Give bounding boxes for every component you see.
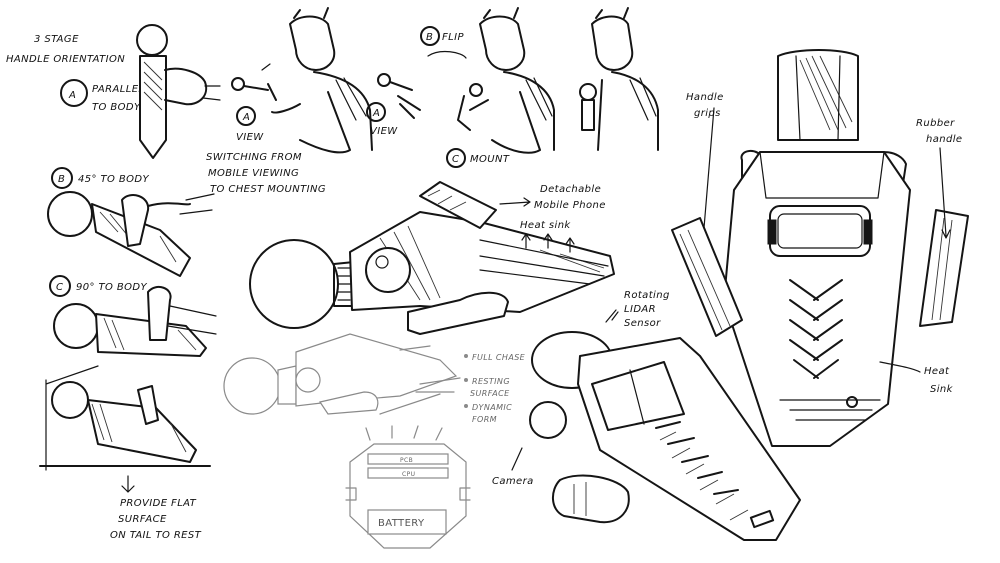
stage-b-handle [121, 194, 150, 247]
side-phone [419, 181, 497, 229]
iso-handle [552, 474, 630, 524]
rest-note-line1: PROVIDE FLAT [120, 498, 197, 509]
switch-note-line3: TO CHEST MOUNTING [210, 184, 326, 195]
stage-a-label-line2: TO BODY [92, 102, 141, 113]
flip-label: FLIP [442, 32, 464, 43]
mount-label: MOUNT [470, 154, 510, 165]
orientation-title-line1: 3 STAGE [34, 34, 79, 45]
stage-b-sketch: B 45° TO BODY [47, 167, 215, 277]
orientation-title: 3 STAGE HANDLE ORIENTATION [6, 34, 125, 65]
iso-screen [591, 361, 685, 431]
figure3-body [597, 71, 659, 151]
faint-callout-3b: FORM [472, 415, 497, 424]
stage-a-sketch: A PARALLEL TO BODY [60, 24, 221, 159]
stage-a-marker-letter: A [68, 90, 76, 101]
back-left-grip [671, 217, 743, 337]
phone-label-line1: Detachable [540, 184, 601, 195]
back-right-grip [919, 209, 969, 327]
faint-main-body [295, 333, 458, 407]
stage-rest-sketch: PROVIDE FLAT SURFACE ON TAIL TO REST [39, 365, 211, 541]
stage-a-tracking-sphere [136, 24, 168, 56]
battery-slot1: PCB [400, 457, 413, 464]
faint-side-view-sketch: FULL CHASE RESTING SURFACE DYNAMIC FORM [223, 333, 526, 424]
stage-c-label: 90° TO BODY [76, 282, 147, 293]
side-handle [407, 291, 509, 335]
grips-label-line1: Handle [686, 92, 724, 103]
stage-c-handle [147, 285, 172, 341]
stage-c-tracking-sphere [53, 303, 99, 349]
svg-text:A: A [242, 112, 250, 123]
lidar-label-line1: Rotating [624, 290, 670, 301]
heat-sink-label-side: Heat sink [520, 220, 571, 231]
stage-b-tracking-sphere [47, 191, 93, 237]
mount-marker [446, 148, 466, 168]
figure2-body [491, 71, 555, 154]
camera-label: Camera [492, 476, 534, 487]
heat-sink-label-back-line2: Sink [930, 384, 954, 395]
battery-slot2: CPU [402, 471, 415, 478]
figure-view-sequence: A VIEW SWITCHING FROM MOBILE VIEWING TO … [206, 7, 659, 195]
figure2-head [479, 15, 526, 71]
switch-note-line1: SWITCHING FROM [206, 152, 302, 163]
iso-view-sketch: Rotating LIDAR Sensor Camera [492, 290, 801, 541]
side-main-body [349, 211, 615, 313]
switch-note-line2: MOBILE VIEWING [208, 168, 299, 179]
stage-a-handle [139, 55, 167, 159]
battery-section-sketch: PCB CPU BATTERY [345, 425, 471, 549]
rest-note-line2: SURFACE [118, 514, 167, 525]
figure1-view-label: VIEW [236, 132, 264, 143]
flip-marker [420, 26, 440, 46]
lidar-label-line3: Sensor [624, 318, 661, 329]
heat-sink-label-back-line1: Heat [924, 366, 950, 377]
figure1-view-marker [236, 106, 256, 126]
rest-note-line3: ON TAIL TO REST [110, 530, 202, 541]
figure1-head [289, 15, 336, 71]
stage-c-marker-letter: C [56, 282, 63, 293]
figure2-view-label: VIEW [370, 126, 398, 137]
lidar-label-line2: LIDAR [624, 304, 656, 315]
back-heat-sink-vents [789, 279, 843, 379]
back-view-sketch: Handle grips Rubber handle Heat Sink [671, 49, 969, 447]
stage-b-label: 45° TO BODY [78, 174, 149, 185]
side-camera-lens [365, 247, 411, 293]
svg-text:C: C [452, 154, 459, 165]
figure3-head [591, 15, 634, 71]
stage-a-marker [60, 79, 88, 107]
stage-b-marker [51, 167, 73, 189]
iso-camera [529, 401, 567, 439]
stage-a-label-line1: PARALLEL [92, 84, 144, 95]
faint-callout-2a: RESTING [472, 377, 510, 386]
figure2-view-marker [366, 102, 386, 122]
faint-callout-2b: SURFACE [470, 389, 510, 398]
faint-callout-1: FULL CHASE [472, 353, 526, 362]
svg-text:B: B [426, 32, 433, 43]
stage-b-marker-letter: B [58, 174, 65, 185]
side-tracking-sphere [249, 239, 339, 329]
phone-label-line2: Mobile Phone [534, 200, 606, 211]
svg-text:A: A [372, 108, 380, 119]
rubber-label-line2: handle [926, 134, 962, 145]
stage-rest-tracking-sphere [51, 381, 89, 419]
stage-c-sketch: C 90° TO BODY [49, 275, 217, 357]
side-view-sketch: Heat sink Detachable Mobile Phone [249, 181, 615, 335]
back-lidar-head [777, 49, 859, 141]
battery-label: BATTERY [378, 518, 425, 529]
orientation-title-line2: HANDLE ORIENTATION [6, 54, 125, 65]
stage-c-marker [49, 275, 71, 297]
faint-callout-3a: DYNAMIC [472, 403, 512, 412]
grips-label-line2: grips [694, 108, 721, 119]
figure1-body [299, 71, 373, 154]
rubber-label-line1: Rubber [916, 118, 955, 129]
stage-a-hand [164, 67, 208, 106]
